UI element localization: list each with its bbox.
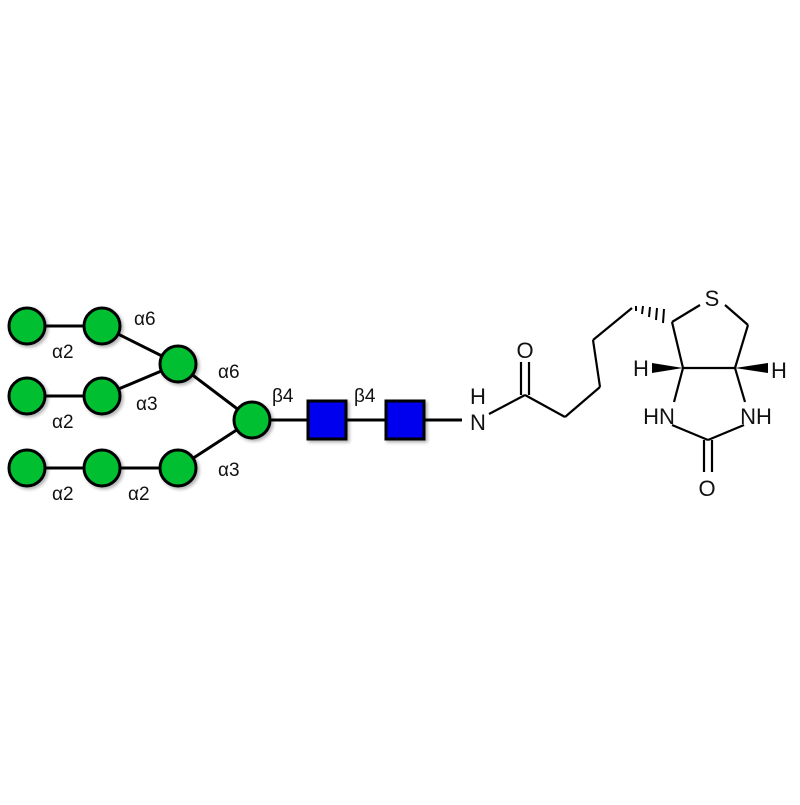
glcnac-residue (306, 399, 348, 441)
atom-label: H (470, 384, 486, 409)
mannose-residue (158, 344, 198, 384)
linkage-label: α6 (134, 309, 156, 330)
mannose-residue (7, 448, 47, 488)
solid-wedge-bond (735, 363, 768, 373)
linkage-label: β4 (354, 386, 376, 407)
mannose-core-residue (232, 400, 272, 440)
mannose-residue (82, 306, 122, 346)
linkage-label: α3 (136, 394, 158, 415)
biotin-bonds (488, 304, 750, 472)
linkage-label: β4 (272, 386, 294, 407)
atom-label: O (698, 476, 715, 501)
atom-label: N (470, 410, 486, 435)
hashed-wedge-bond (635, 305, 665, 324)
linkage-label: α6 (218, 362, 240, 383)
linkage-label: α2 (52, 342, 74, 363)
mannose-residue (7, 376, 47, 416)
glcnac-residue (384, 399, 426, 441)
atom-label: HN (643, 404, 675, 429)
mannose-residue (158, 448, 198, 488)
solid-wedge-bond (652, 363, 683, 373)
atom-label: NH (740, 404, 772, 429)
mannose-residue (7, 306, 47, 346)
atom-label: S (705, 286, 720, 311)
linkage-label: α2 (52, 484, 74, 505)
atom-label: O (516, 338, 533, 363)
linkage-label: α3 (218, 460, 240, 481)
atom-label: H (771, 358, 787, 383)
mannose-residue (82, 448, 122, 488)
linkage-label: α2 (52, 412, 74, 433)
linkage-label: α2 (128, 484, 150, 505)
atom-label: H (633, 356, 649, 381)
mannose-residue (82, 376, 122, 416)
